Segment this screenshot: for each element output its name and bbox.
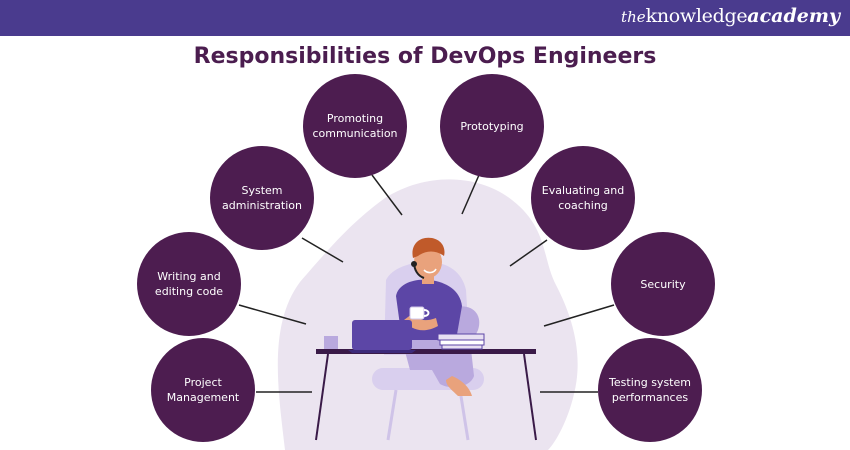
connector-evaluating-coaching [509,239,548,267]
connector-prototyping [461,174,480,215]
bubble-system-administration: System administration [210,146,314,250]
bubble-project-management: Project Management [151,338,255,442]
connector-writing-code [238,304,307,325]
books-icon [437,333,485,350]
laptop-icon [348,320,416,353]
page-title: Responsibilities of DevOps Engineers [193,44,657,69]
brand-word: knowledge [645,5,748,27]
coffee-cup-icon [409,306,430,320]
brand-logo: theknowledgeacademy [621,5,840,27]
connector-security [543,304,615,327]
desk-box [324,336,338,349]
brand-accent: academy [747,5,840,27]
bubble-writing-and-editing-code: Writing and editing code [137,232,241,336]
bubble-security: Security [611,232,715,336]
header-bar: theknowledgeacademy [0,0,850,36]
connector-promoting-communication [371,174,403,216]
connector-lines [238,174,615,393]
bubble-prototyping: Prototyping [440,74,544,178]
bubble-promoting-communication: Promoting communication [303,74,407,178]
brand-prefix: the [621,8,646,26]
connector-system-administration [301,237,344,263]
bubble-evaluating-and-coaching: Evaluating and coaching [531,146,635,250]
bubble-testing-system-performances: Testing system performances [598,338,702,442]
desk-icon [315,349,537,441]
